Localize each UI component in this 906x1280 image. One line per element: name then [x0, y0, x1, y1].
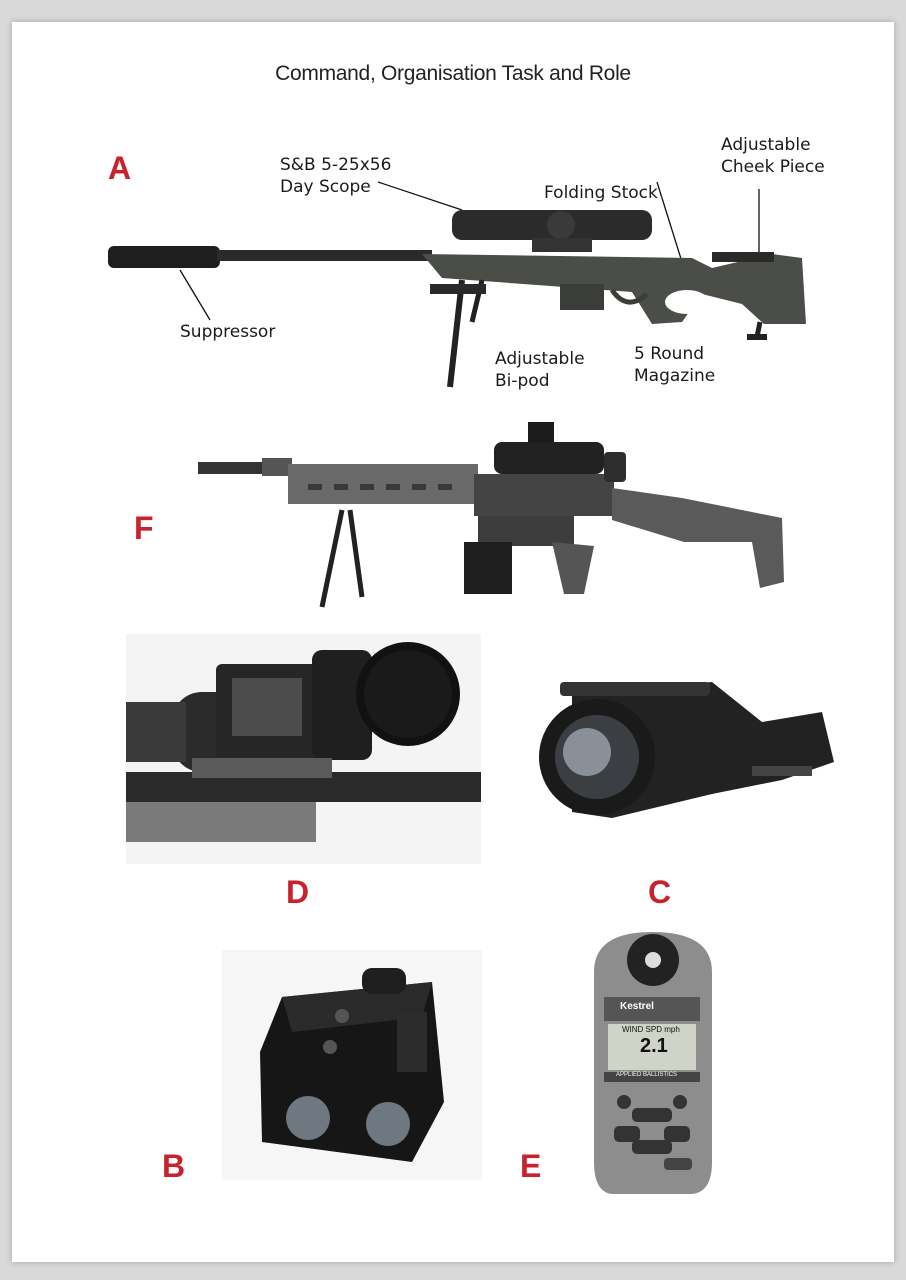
label-suppressor: Suppressor	[180, 322, 276, 342]
label-cheek-piece-line2: Cheek Piece	[721, 157, 825, 177]
figure-letter-f: F	[134, 510, 154, 546]
kestrel-readout-value: 2.1	[640, 1035, 668, 1057]
label-bipod-line1: Adjustable	[495, 349, 585, 369]
label-bipod: Adjustable Bi-pod	[495, 348, 585, 392]
kestrel-subtext: APPLIED BALLISTICS	[616, 1072, 678, 1078]
rangefinder-b-image	[222, 950, 482, 1180]
label-folding-stock: Folding Stock	[544, 183, 658, 203]
label-bipod-line2: Bi-pod	[495, 371, 550, 391]
label-cheek-piece: Adjustable Cheek Piece	[721, 134, 825, 178]
label-day-scope-line2: Day Scope	[280, 177, 371, 197]
label-magazine: 5 Round Magazine	[634, 343, 715, 387]
figure-letter-e: E	[520, 1148, 542, 1184]
kestrel-readout-label: WIND SPD mph	[622, 1025, 680, 1034]
kestrel-e-image	[594, 932, 712, 1194]
rifle-f-image	[198, 422, 784, 608]
rifle-a-image	[108, 181, 806, 388]
figure-letter-b: B	[162, 1148, 186, 1184]
label-cheek-piece-line1: Adjustable	[721, 135, 811, 155]
document-page: Command, Organisation Task and Role A S&…	[12, 22, 894, 1262]
label-day-scope: S&B 5-25x56 Day Scope	[280, 154, 391, 198]
page-title: Command, Organisation Task and Role	[275, 62, 631, 85]
thermal-sight-d-image	[126, 634, 481, 864]
kestrel-brand: Kestrel	[620, 1001, 654, 1012]
label-magazine-line2: Magazine	[634, 366, 716, 386]
label-day-scope-line1: S&B 5-25x56	[280, 155, 392, 175]
figure-letter-d: D	[286, 874, 310, 910]
label-magazine-line1: 5 Round	[634, 344, 705, 364]
figure-letter-c: C	[648, 874, 672, 910]
figure-letter-a: A	[108, 150, 132, 186]
thermal-sight-c-image	[539, 682, 834, 818]
